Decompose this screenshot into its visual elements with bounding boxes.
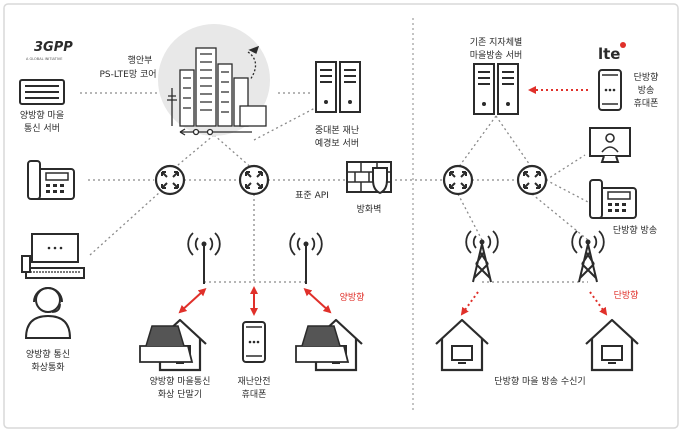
uni-phone-label-2: 방송 [638, 85, 655, 96]
safety-phone-label-2: 휴대폰 [242, 389, 267, 400]
video-phone-icon [589, 127, 631, 163]
terminal-device-icon [295, 325, 350, 363]
firewall: 방화벽 [346, 161, 392, 215]
village-terminal-2 [295, 318, 364, 372]
lte-phone: lte 단방향 방송 휴대폰 [598, 42, 659, 111]
legacy-server-label-1: 기존 지자체별 [470, 37, 523, 48]
central-server-label-2: 예경보 서버 [315, 137, 359, 149]
firewall-icon [346, 161, 392, 195]
video-caller-label-2: 화상통화 [31, 362, 64, 373]
bidir-arrow-right [303, 287, 332, 314]
logo-3gpp: 3GPP A GLOBAL INITIATIVE [26, 40, 73, 61]
router-icon [442, 164, 474, 196]
safety-phone: 재난안전 휴대폰 [237, 321, 271, 400]
building-hub-icon [167, 45, 267, 136]
person-headset-icon [24, 287, 72, 339]
connection-lines [80, 92, 589, 283]
safety-phone-label-1: 재난안전 [237, 376, 270, 387]
village-server-label-1: 양방향 마을 [20, 109, 64, 121]
mois-label: 행안부 [128, 54, 153, 66]
pslte-core-hub: 행안부 PS-LTE망 코어 [99, 24, 270, 136]
village-terminal-label-2: 화상 단말기 [158, 388, 202, 400]
computer-icon [21, 233, 85, 279]
central-server: 중대본 재난 예경보 서버 [315, 61, 361, 149]
legacy-server: 기존 지자체별 마을방송 서버 [470, 37, 523, 115]
receiver-label: 단방향 마을 방송 수신기 [494, 375, 585, 387]
village-terminal: 양방향 마을통신 화상 단말기 [139, 318, 211, 400]
central-server-label-1: 중대본 재난 [315, 125, 359, 136]
village-terminal-label-1: 양방향 마을통신 [150, 375, 211, 387]
router-icon [154, 164, 186, 196]
uni-label: 단방향 [614, 289, 639, 301]
router-icon [516, 164, 548, 196]
terminal-device-icon [139, 325, 194, 363]
logo-3gpp-sub: A GLOBAL INITIATIVE [26, 57, 62, 61]
uni-broadcast-label: 단방향 방송 [613, 224, 657, 236]
uni-phone-label-3: 휴대폰 [634, 98, 659, 109]
smartphone-icon [242, 321, 266, 363]
pslte-label: PS-LTE망 코어 [99, 69, 156, 80]
lte-logo: lte [598, 45, 621, 63]
logo-3gpp-text: 3GPP [34, 40, 73, 55]
bidir-arrows [178, 286, 332, 316]
smartphone-icon [598, 69, 622, 111]
firewall-label: 방화벽 [357, 204, 382, 215]
server-rack-icon [19, 79, 65, 105]
village-server-label-2: 통신 서버 [24, 123, 60, 134]
uni-phone-label-1: 단방향 [634, 71, 659, 83]
bidir-arrow-left [178, 287, 207, 314]
legacy-server-label-2: 마을방송 서버 [470, 50, 523, 61]
village-server: 양방향 마을 통신 서버 [19, 79, 65, 134]
lte-logo-dot [620, 42, 626, 48]
api-label: 표준 API [295, 190, 329, 201]
video-caller-label-1: 양방향 통신 [26, 348, 70, 360]
router-icon [238, 164, 270, 196]
bidir-label: 양방향 [340, 291, 365, 303]
